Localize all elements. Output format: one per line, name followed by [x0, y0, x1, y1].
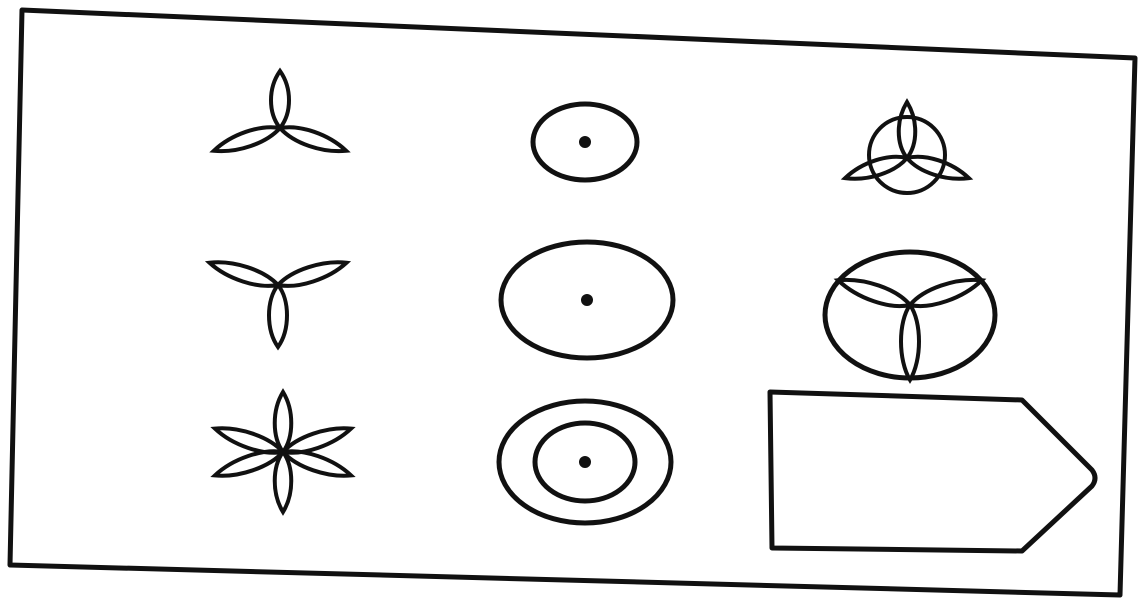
petal-upper-right: [907, 272, 984, 312]
petal-upper-left: [835, 272, 912, 312]
petal-up: [275, 392, 292, 452]
petal-up: [271, 71, 289, 128]
petal-lower-right: [278, 121, 349, 158]
petal-down: [275, 452, 292, 512]
large-circle-figure: [501, 242, 673, 358]
petal-down: [269, 285, 287, 347]
propeller-down-figure: [207, 256, 349, 347]
circle-with-propeller-up-figure: [843, 102, 971, 193]
petal-up: [899, 102, 916, 158]
petal-down: [901, 305, 919, 380]
small-circle-figure: [533, 104, 637, 180]
center-dot: [581, 294, 593, 306]
petal-lower-left: [211, 121, 282, 158]
petal-upper-left: [207, 256, 280, 293]
center-dot: [579, 456, 591, 468]
outer-frame: [10, 10, 1135, 595]
petal-upper-right: [276, 256, 349, 293]
concentric-circles-figure: [499, 401, 671, 523]
propeller-up-figure: [211, 71, 348, 158]
large-circle-with-propeller-down-figure: [825, 252, 995, 380]
large-circle: [825, 252, 995, 378]
six-petal-flower-figure: [212, 392, 353, 512]
answer-box: [770, 392, 1095, 551]
center-dot: [579, 136, 591, 148]
